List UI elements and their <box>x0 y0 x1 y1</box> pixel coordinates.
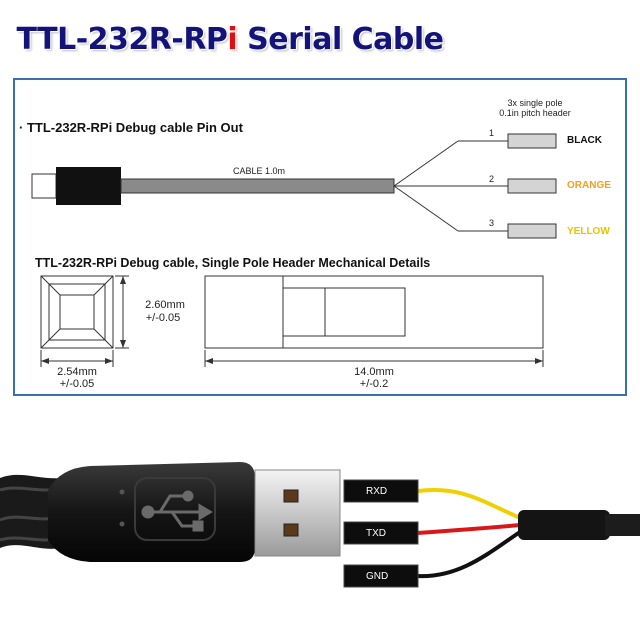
width-dimension-value: 2.54mm <box>57 366 97 378</box>
wire-1 <box>393 140 459 187</box>
length-dimension-value: 14.0mm <box>354 366 394 378</box>
header-pin-3 <box>507 223 557 239</box>
mechanical-heading: TTL-232R-RPi Debug cable, Single Pole He… <box>35 256 431 270</box>
connector-label-gnd: GND <box>366 571 389 582</box>
usb-cable-coil <box>0 474 60 549</box>
diagram-drawing <box>31 133 557 367</box>
wire-3 <box>393 185 459 232</box>
header-pin-2 <box>507 178 557 194</box>
wire-yellow <box>417 488 521 520</box>
pin-color-orange: ORANGE <box>567 180 611 191</box>
title-accent: i <box>227 22 238 57</box>
height-dimension-value: 2.60mm <box>145 299 185 311</box>
usb-plug-body <box>48 462 255 562</box>
cable-length-label: CABLE 1.0m <box>233 166 286 176</box>
page-title: TTL-232R-RPi Serial Cable <box>16 22 444 57</box>
usb-contact-window-1 <box>283 489 299 503</box>
pin-color-black: BLACK <box>567 135 602 146</box>
header-end-inner <box>59 294 95 330</box>
pin-number-1: 1 <box>489 128 495 138</box>
length-dimension-tolerance: +/-0.2 <box>359 378 389 390</box>
pin-number-2: 2 <box>489 174 495 184</box>
cable-end-tip <box>31 173 57 199</box>
width-dimension-tolerance: +/-0.05 <box>59 378 95 390</box>
pin-color-yellow: YELLOW <box>567 226 610 237</box>
header-pin-1 <box>507 133 557 149</box>
connector-label-txd: TXD <box>366 528 386 539</box>
pin-number-3: 3 <box>489 218 495 228</box>
usb-logo-recess <box>134 477 216 541</box>
cable-body <box>120 178 395 194</box>
pinout-heading: · TTL-232R-RPi Debug cable Pin Out <box>19 120 243 135</box>
right-cable <box>605 514 640 536</box>
connector-label-rxd: RXD <box>366 486 388 497</box>
header-side-body <box>282 287 406 337</box>
usb-contact-window-2 <box>283 523 299 537</box>
cable-plug-body <box>56 167 121 205</box>
usb-metal-shell <box>254 469 341 557</box>
header-note-line1: 3x single pole <box>507 98 563 108</box>
header-note-line2: 0.1in pitch header <box>499 108 571 118</box>
wire-red <box>417 523 521 535</box>
wire-black <box>417 530 522 579</box>
usb-symbol-icon <box>141 490 213 532</box>
heat-shrink-sleeve <box>518 510 610 540</box>
height-dimension-tolerance: +/-0.05 <box>145 312 181 324</box>
diagram-panel: · TTL-232R-RPi Debug cable Pin Out CABLE… <box>13 78 627 396</box>
